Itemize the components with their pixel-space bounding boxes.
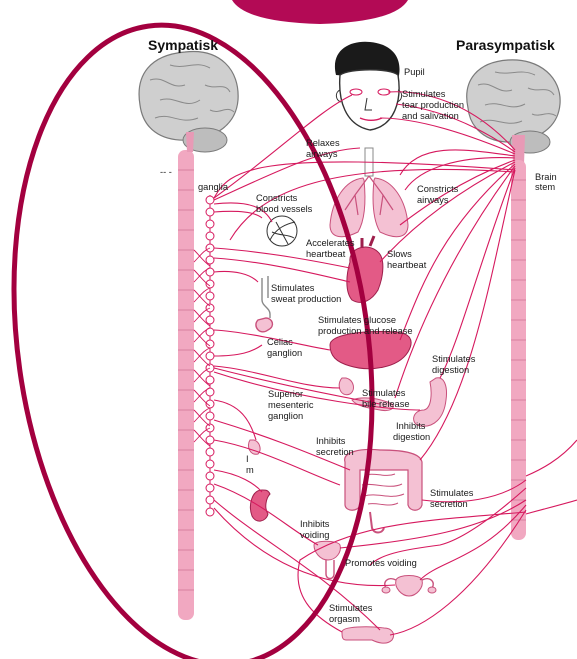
label-promotes-voiding: Promotes voiding: [345, 558, 417, 568]
left-spinal-cord: [178, 150, 194, 620]
kidney: [250, 490, 270, 521]
label-celiac: Celiac ganglion: [267, 337, 302, 358]
label-inhibits-secretion: Inhibits secretion: [316, 436, 354, 457]
label-orgasm: Stimulates orgasm: [329, 603, 375, 624]
title-parasympatisk: Parasympatisk: [456, 37, 555, 53]
label-sweat: Stimulates sweat production: [271, 283, 341, 304]
label-pupil: Pupil: [404, 67, 425, 77]
sweat-gland: [256, 276, 273, 332]
label-ganglia: ganglia: [198, 182, 229, 192]
left-brain: [139, 52, 238, 152]
sympathetic-chain: [206, 195, 214, 516]
label-brainstem: Brain stem: [535, 172, 559, 192]
label-constricts-airways: Constricts airways: [417, 184, 461, 205]
label-superior: Superior mesenteric ganglion: [268, 389, 316, 421]
right-spinal-cord: [511, 135, 526, 540]
label-tear: Stimulates tear production and salivatio…: [402, 89, 467, 121]
top-circle-decoration: [232, 0, 408, 24]
stomach: [414, 378, 447, 427]
label-digestion-stim: Stimulates digestion: [432, 354, 478, 375]
label-digestion-inhib: Inhibits digestion: [393, 421, 430, 442]
label-glucose: Stimulates glucose production and releas…: [318, 315, 413, 336]
label-bile: Stimulates bile release: [362, 388, 410, 409]
label-inhibits-voiding: Inhibits voiding: [300, 519, 332, 540]
left-brainstem-mark: -- -: [160, 167, 172, 177]
label-relaxes-airways: Relaxes airways: [306, 138, 342, 159]
head-face: [335, 42, 402, 130]
label-stimulates-secretion: Stimulates secretion: [430, 488, 476, 509]
penis: [342, 627, 394, 643]
title-sympatisk: Sympatisk: [148, 37, 218, 53]
label-constricts-vessels: Constricts blood vessels: [256, 193, 313, 214]
label-lower-ganglion: I m: [246, 454, 254, 475]
label-slows: Slows heartbeat: [387, 249, 427, 270]
